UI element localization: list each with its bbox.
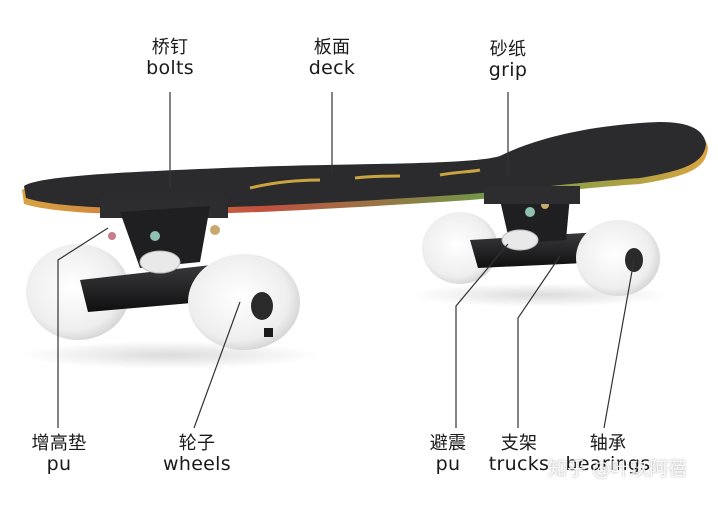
leader-pu-riser [57,227,109,428]
front-bearing [251,292,273,320]
label-grip-en: grip [488,59,528,82]
label-trucks-zh: 支架 [500,433,538,454]
rear-truck-assembly [422,196,660,296]
label-bolts: 桥钉 bolts [142,37,198,80]
rear-right-wheel [576,220,660,296]
label-bolts-en: bolts [146,57,194,80]
label-deck: 板面 deck [302,37,362,80]
label-pu-riser-en: pu [46,453,72,476]
label-wheels: 轮子 wheels [156,433,238,476]
label-deck-zh: 板面 [313,37,351,58]
front-bolt-gold [210,225,220,235]
label-bearings-zh: 轴承 [589,433,627,454]
label-pu-bushing: 避震 pu [420,433,476,476]
leader-pu-bushing [455,243,509,428]
rear-riser-pad [484,186,580,204]
label-trucks-en: trucks [488,453,550,476]
front-truck-base [120,206,210,268]
label-grip-zh: 砂纸 [489,39,527,60]
leader-wheels [193,301,241,429]
wheel-logo [264,328,273,337]
deck-graphic-1 [249,178,321,190]
label-bearings-en: bearings [565,453,651,476]
front-truck-assembly [26,206,300,350]
front-left-wheel [26,244,130,340]
label-bolts-zh: 桥钉 [151,37,189,58]
front-right-wheel [188,254,300,350]
leader-trucks [517,255,561,428]
front-bolt-pink [108,232,116,240]
leader-bearings [603,259,635,429]
label-pu-riser-zh: 增高垫 [31,433,87,454]
deck-assembly [22,122,708,218]
label-wheels-en: wheels [163,453,231,476]
watermark: 知乎 @叶玖阿蓓 [548,458,688,480]
deck-graphic-3 [439,168,481,177]
label-deck-en: deck [308,57,356,80]
rear-bolt-teal [525,207,535,217]
deck-graphic-2 [354,174,401,180]
label-pu-riser: 增高垫 pu [26,433,92,476]
label-grip: 砂纸 grip [480,39,536,82]
front-bolt-teal [150,231,160,241]
label-trucks: 支架 trucks [484,433,554,476]
label-pu-bushing-en: pu [435,453,461,476]
label-pu-bushing-zh: 避震 [429,433,467,454]
rear-bushing [501,229,539,251]
front-shadow [20,341,320,369]
label-bearings: 轴承 bearings [558,433,658,476]
leader-lines [57,92,635,429]
grip-tape [24,122,706,209]
label-wheels-zh: 轮子 [178,433,216,454]
front-bushing [139,250,181,274]
